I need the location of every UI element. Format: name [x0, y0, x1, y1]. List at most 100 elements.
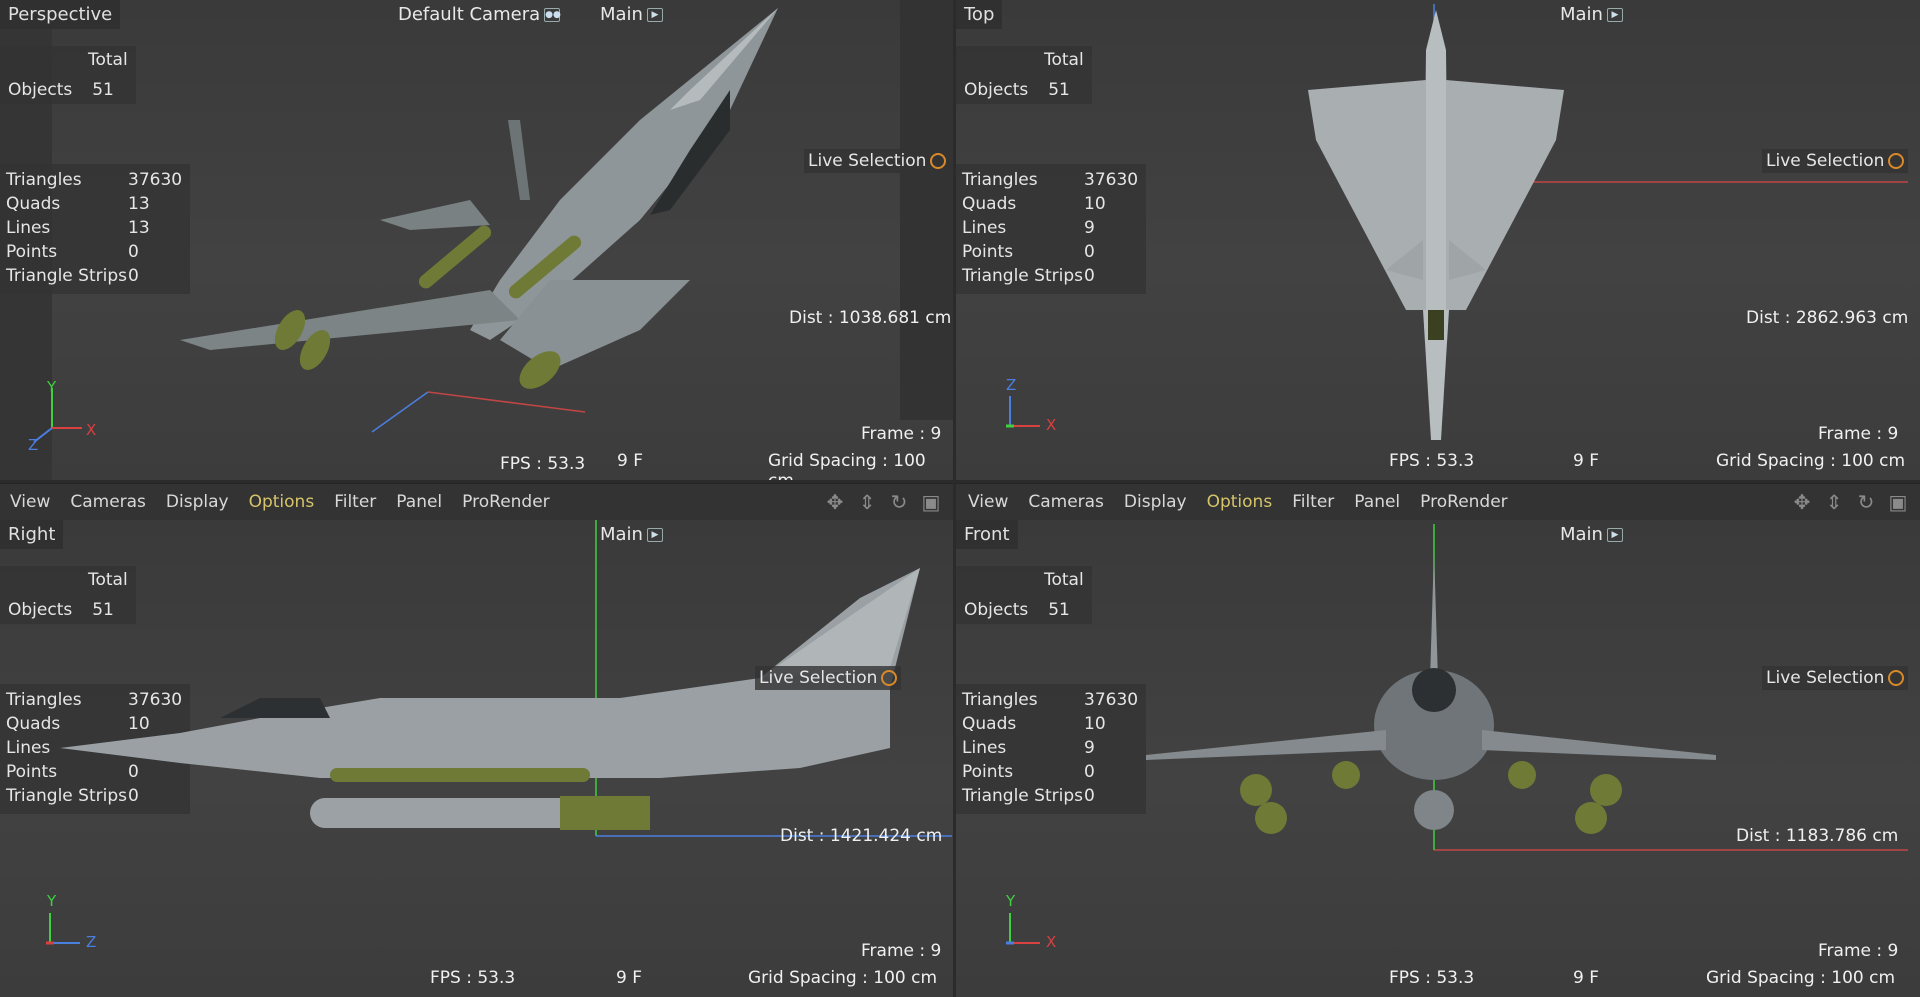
scene-axes [595, 520, 952, 837]
quads-label: Quads [6, 714, 61, 734]
grid-spacing-readout: Grid Spacing : 100 cm [748, 968, 938, 988]
axis-y-label: Y [47, 378, 57, 396]
menu-filter[interactable]: Filter [334, 492, 377, 512]
menu-panel[interactable]: Panel [396, 492, 443, 512]
lines-value: 13 [128, 218, 150, 238]
menu-display[interactable]: Display [1123, 492, 1187, 512]
strips-value: 0 [1084, 266, 1095, 286]
viewport-title[interactable]: Perspective [0, 0, 121, 29]
menu-prorender[interactable]: ProRender [462, 492, 550, 512]
objects-value: 51 [92, 600, 114, 620]
selection-ring-icon [1888, 153, 1905, 169]
menu-view[interactable]: View [968, 492, 1009, 512]
triangles-label: Triangles [6, 690, 82, 710]
frame-f-readout: 9 F [617, 451, 643, 471]
points-value: 0 [128, 762, 139, 782]
strips-label: Triangle Strips [6, 786, 127, 806]
menu-cameras[interactable]: Cameras [1028, 492, 1104, 512]
quads-label: Quads [962, 714, 1017, 734]
total-header: Total [88, 570, 128, 590]
main-label: Main [1560, 4, 1603, 25]
grid-spacing-readout: Grid Spacing : 100 cm [1716, 451, 1906, 471]
fps-readout: FPS : 53.3 [500, 454, 586, 474]
objects-label: Objects [964, 600, 1029, 620]
selection-ring-icon [930, 153, 947, 169]
move-icon[interactable]: ✥ [1793, 490, 1811, 514]
points-label: Points [962, 242, 1014, 262]
quads-value: 10 [1084, 714, 1106, 734]
camera-selector[interactable]: Default Camera ●● [398, 4, 561, 25]
strips-label: Triangle Strips [962, 786, 1083, 806]
quads-label: Quads [6, 194, 61, 214]
main-renderer-selector[interactable]: Main ▶ [600, 4, 663, 25]
quads-value: 10 [1084, 194, 1106, 214]
axis-z-label: Z [28, 436, 39, 454]
frame-readout: Frame : 9 [861, 424, 942, 444]
viewport-title[interactable]: Right [0, 520, 64, 549]
menu-panel[interactable]: Panel [1354, 492, 1401, 512]
jet-model-perspective[interactable] [170, 0, 810, 410]
menu-prorender[interactable]: ProRender [1420, 492, 1508, 512]
points-label: Points [6, 762, 58, 782]
triangles-value: 37630 [128, 170, 183, 190]
menu-options[interactable]: Options [248, 492, 315, 512]
live-selection-indicator[interactable]: Live Selection [1762, 666, 1909, 690]
menu-view[interactable]: View [10, 492, 51, 512]
axis-y-label: Y [47, 892, 57, 910]
objects-value: 51 [92, 80, 114, 100]
live-selection-label: Live Selection [1766, 151, 1885, 171]
live-selection-indicator[interactable]: Live Selection [1762, 149, 1909, 173]
live-selection-indicator[interactable]: Live Selection [804, 149, 951, 173]
triangles-value: 37630 [128, 690, 183, 710]
strips-value: 0 [1084, 786, 1095, 806]
fps-readout: FPS : 53.3 [430, 968, 516, 988]
objects-label: Objects [8, 600, 73, 620]
selection-ring-icon [881, 670, 898, 686]
maximize-icon[interactable]: ▣ [921, 490, 941, 514]
menu-cameras[interactable]: Cameras [70, 492, 146, 512]
axis-y-label: Y [1006, 892, 1016, 910]
menu-filter[interactable]: Filter [1292, 492, 1335, 512]
fps-readout: FPS : 53.3 [1389, 968, 1475, 988]
frame-readout: Frame : 9 [861, 941, 942, 961]
viewport-title[interactable]: Top [956, 0, 1003, 29]
main-renderer-selector[interactable]: Main ▶ [1560, 4, 1623, 25]
lines-label: Lines [6, 218, 51, 238]
live-selection-label: Live Selection [759, 668, 878, 688]
move-icon[interactable]: ✥ [826, 490, 844, 514]
jet-model-top[interactable] [1306, 10, 1566, 450]
main-renderer-selector[interactable]: Main ▶ [600, 524, 663, 545]
rotate-icon[interactable]: ↻ [890, 490, 908, 514]
menu-options[interactable]: Options [1206, 492, 1273, 512]
main-label: Main [600, 4, 643, 25]
frame-f-readout: 9 F [1573, 968, 1599, 988]
zoom-icon[interactable]: ⇕ [858, 490, 876, 514]
rotate-icon[interactable]: ↻ [1857, 490, 1875, 514]
clapper-icon: ▶ [1606, 7, 1623, 22]
jet-model-front[interactable] [1146, 550, 1716, 850]
triangles-label: Triangles [962, 170, 1038, 190]
strips-value: 0 [128, 786, 139, 806]
triangles-label: Triangles [6, 170, 82, 190]
axis-gizmo [46, 913, 80, 945]
maximize-icon[interactable]: ▣ [1888, 490, 1908, 514]
viewport-title[interactable]: Front [956, 520, 1018, 549]
axis-z-label: Z [1006, 376, 1017, 394]
viewport-nav-tools: ✥ ⇕ ↻ ▣ [1790, 490, 1910, 514]
viewport-perspective[interactable]: Perspective Default Camera ●● Main ▶ Tot… [0, 0, 953, 480]
viewport-right[interactable]: Right Main ▶ Total Objects 51 Triangles 37… [0, 520, 953, 997]
frame-f-readout: 9 F [1573, 451, 1599, 471]
quads-label: Quads [962, 194, 1017, 214]
viewport-menubar-front: View Cameras Display Options Filter Pane… [956, 483, 1920, 521]
live-selection-indicator[interactable]: Live Selection [755, 666, 902, 690]
jet-model-right[interactable] [60, 568, 940, 838]
menu-display[interactable]: Display [165, 492, 229, 512]
objects-label: Objects [964, 80, 1029, 100]
zoom-icon[interactable]: ⇕ [1825, 490, 1843, 514]
main-renderer-selector[interactable]: Main ▶ [1560, 524, 1623, 545]
triangles-value: 37630 [1084, 170, 1139, 190]
